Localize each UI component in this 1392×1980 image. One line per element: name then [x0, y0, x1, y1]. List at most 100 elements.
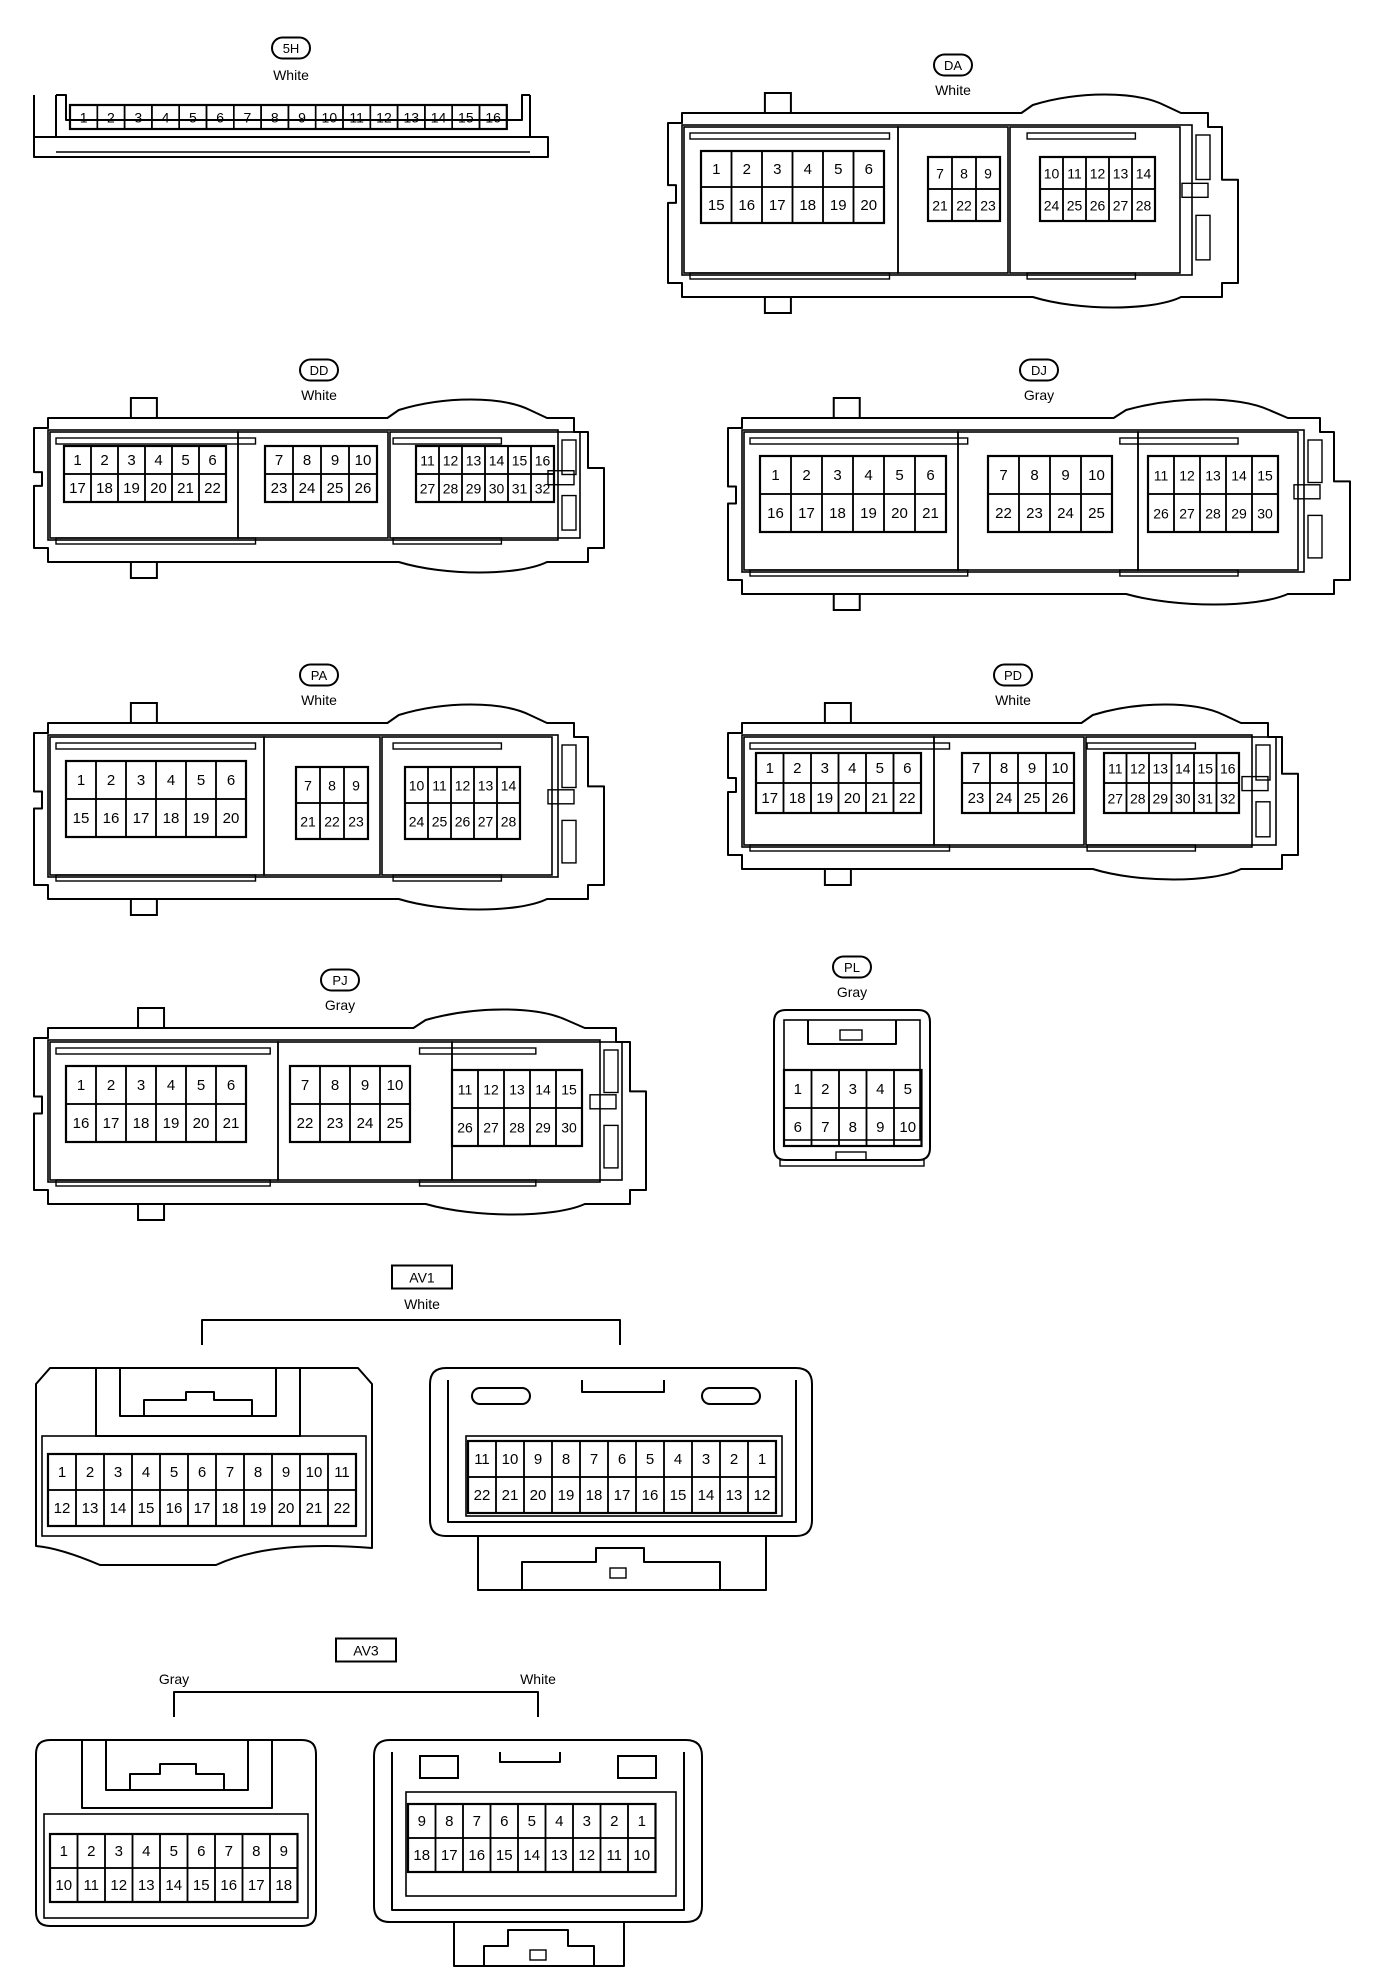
pin-number: 4	[804, 161, 812, 178]
pin-number: 5	[646, 1451, 654, 1468]
pin-number: 16	[485, 110, 501, 126]
pin-number: 21	[223, 1115, 240, 1132]
pin-number: 27	[478, 814, 494, 830]
pin-number: 4	[848, 760, 856, 777]
pin-number: 28	[443, 481, 459, 497]
pin-number: 11	[606, 1847, 622, 1864]
pin-number: 1	[758, 1451, 766, 1468]
pin-number: 25	[327, 480, 344, 497]
pin-number: 24	[409, 814, 425, 830]
pin-number: 3	[702, 1451, 710, 1468]
pin-number: 14	[489, 453, 505, 469]
pin-number: 16	[1220, 761, 1236, 777]
pin-number: 14	[1231, 468, 1247, 484]
pin-number: 3	[127, 452, 135, 469]
pin-number: 3	[773, 161, 781, 178]
pin-number: 15	[561, 1082, 577, 1098]
connector-tag-frame	[391, 1264, 453, 1290]
pin-number: 25	[1088, 505, 1105, 522]
pin-number: 18	[163, 810, 180, 827]
pin-number: 21	[922, 505, 939, 522]
pin-number: 28	[501, 814, 517, 830]
connector-color: White	[935, 82, 971, 98]
connector-color: Gray	[1024, 387, 1054, 403]
pin-number: 18	[586, 1487, 603, 1504]
pin-number: 9	[534, 1451, 542, 1468]
pin-number: 20	[844, 790, 861, 807]
connector-color-right: White	[520, 1671, 556, 1687]
pin-number: 27	[1113, 198, 1129, 214]
pin-number: 15	[1197, 761, 1213, 777]
pin-number: 22	[995, 505, 1012, 522]
connector-color: Gray	[325, 997, 355, 1013]
pin-number: 7	[972, 760, 980, 777]
pin-number: 28	[509, 1120, 525, 1136]
pin-number: 12	[1090, 166, 1106, 182]
pin-number: 27	[1107, 791, 1123, 807]
pin-number: 5	[528, 1813, 536, 1830]
pin-number: 24	[357, 1115, 374, 1132]
pin-number: 10	[1044, 166, 1060, 182]
pin-number: 29	[466, 481, 482, 497]
pin-number: 7	[821, 1119, 829, 1136]
pin-number: 27	[483, 1120, 499, 1136]
connector-color: White	[273, 67, 309, 83]
pin-number: 6	[500, 1813, 508, 1830]
pin-number: 26	[1153, 506, 1169, 522]
pin-number: 5	[170, 1843, 178, 1860]
pin-number: 13	[138, 1877, 155, 1894]
pin-number: 23	[980, 198, 996, 214]
pin-number: 6	[227, 772, 235, 789]
pin-number: 7	[473, 1813, 481, 1830]
pin-number: 12	[443, 453, 459, 469]
pin-number: 31	[1197, 791, 1213, 807]
pin-number: 12	[578, 1847, 595, 1864]
pin-number: 12	[754, 1487, 771, 1504]
pin-number: 9	[361, 1077, 369, 1094]
connector-color: White	[995, 692, 1031, 708]
pin-number: 11	[1154, 468, 1169, 484]
pin-number: 9	[280, 1843, 288, 1860]
pin-number: 26	[455, 814, 471, 830]
pin-number: 5	[170, 1464, 178, 1481]
pin-number: 15	[670, 1487, 687, 1504]
pin-number: 13	[403, 110, 419, 126]
pin-number: 2	[802, 467, 810, 484]
pin-number: 10	[633, 1847, 650, 1864]
pin-number: 9	[984, 166, 992, 182]
pin-number: 15	[708, 197, 725, 214]
pin-number: 10	[306, 1464, 323, 1481]
pin-number: 5	[834, 161, 842, 178]
pin-number: 6	[216, 110, 224, 126]
pin-number: 17	[103, 1115, 120, 1132]
pin-number: 3	[833, 467, 841, 484]
pin-number: 17	[133, 810, 150, 827]
pin-number: 25	[387, 1115, 404, 1132]
pin-number: 13	[726, 1487, 743, 1504]
pin-number: 27	[420, 481, 436, 497]
pin-number: 17	[194, 1500, 211, 1517]
pin-number: 5	[189, 110, 197, 126]
pin-number: 16	[73, 1115, 90, 1132]
pin-number: 9	[876, 1119, 884, 1136]
pin-number: 1	[73, 452, 81, 469]
pin-number: 29	[535, 1120, 551, 1136]
pin-number: 24	[996, 790, 1013, 807]
pin-number: 9	[1061, 467, 1069, 484]
pin-number: 1	[794, 1081, 802, 1098]
pin-number: 20	[860, 197, 877, 214]
pin-number: 32	[535, 481, 551, 497]
pin-number: 8	[960, 166, 968, 182]
